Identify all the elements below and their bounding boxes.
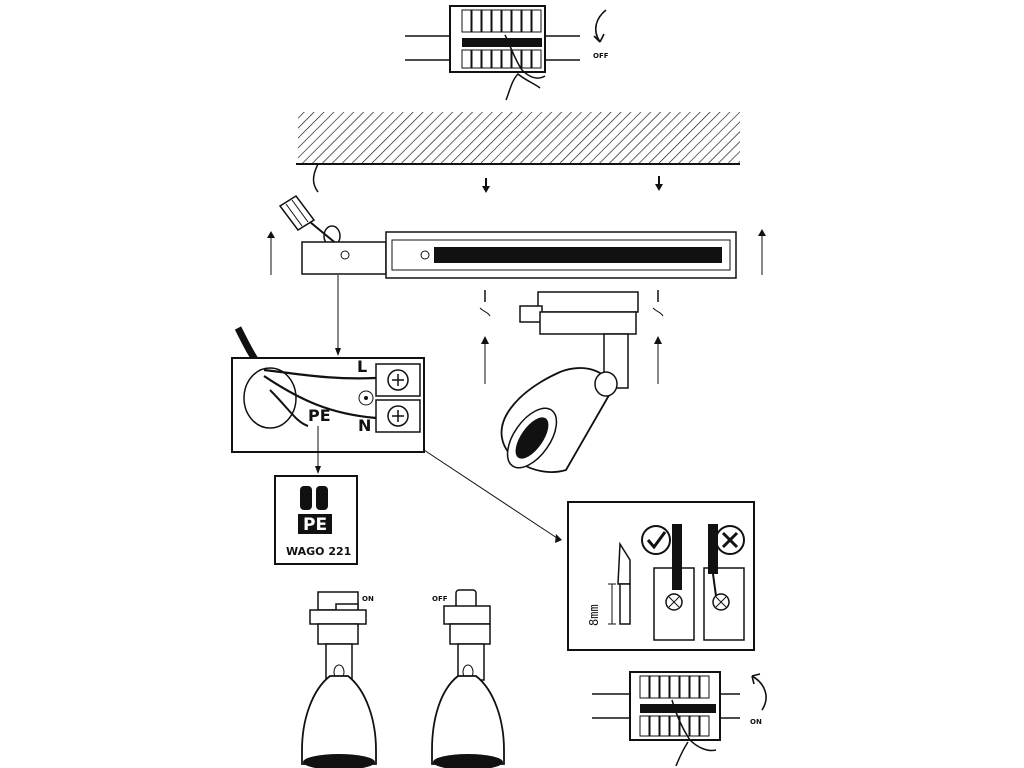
breaker-panel-top: OFF [405,5,609,101]
terminal-block: L N PE [231,326,562,543]
hand-icon [671,699,717,767]
terminal-live-label: L [357,357,367,376]
wire-strip-detail: 8mm [567,501,755,651]
arrow-up-icon [758,229,766,275]
breaker-on-label: ON [750,718,762,726]
ceiling [296,112,740,193]
terminal-earth-label: PE [308,406,331,425]
screw-icon [479,290,491,317]
terminal-neutral-label: N [358,416,371,435]
breaker-off-label: OFF [593,52,609,60]
breaker-switches-bottom [639,675,710,737]
strip-length-label: 8mm [587,604,601,626]
arrow-up-icon [654,336,662,384]
arrow-down-icon [655,176,663,191]
screw-icon [652,290,664,317]
arrow-up-icon [267,231,275,275]
wago-model-label: WAGO 221 [286,545,351,558]
track-rail [267,229,766,356]
rotate-icon [751,675,767,711]
screw-icon [340,250,350,260]
spotlight-mount [479,290,664,473]
check-icon [641,525,671,555]
wago-connector-box: PE WAGO 221 [274,475,358,565]
arrow-up-icon [481,336,489,384]
terminal-screw-live [387,369,409,391]
spot-off-label: OFF [432,595,448,603]
spot-on-label: ON [362,595,374,603]
supply-cable [312,163,319,193]
spotlight-on: ON [301,591,377,768]
breaker-panel-bottom: ON [592,671,767,767]
arrow-down-icon [482,178,490,193]
terminal-screw-neutral [387,405,409,427]
spotlight-off: OFF [431,589,505,768]
rotate-icon [594,9,607,43]
hand-icon [504,34,546,101]
screw-icon [420,250,430,260]
wago-pe-label: PE [303,515,327,535]
breaker-switches-top [461,9,542,69]
